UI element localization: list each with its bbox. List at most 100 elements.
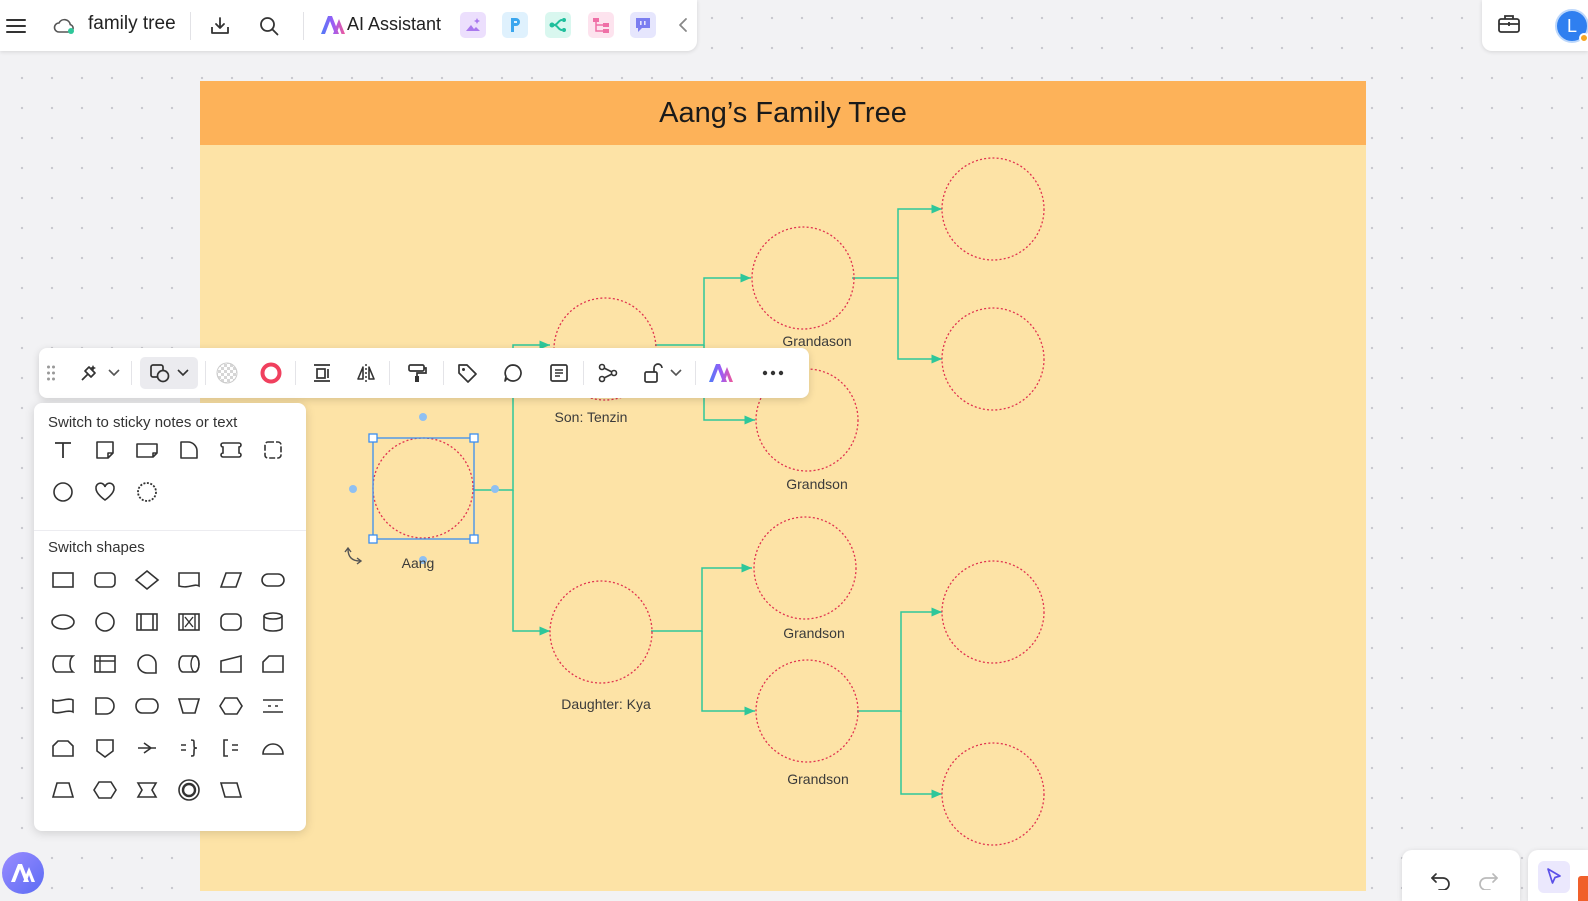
lock-dropdown-icon[interactable] <box>667 357 685 389</box>
person-circle-kya <box>549 580 653 684</box>
more-icon[interactable] <box>757 357 789 389</box>
person-circle-ggc2 <box>941 307 1045 411</box>
off-page-connector-shape-icon[interactable] <box>90 733 120 763</box>
undo-icon[interactable] <box>1430 872 1454 892</box>
switch-shape-button[interactable] <box>140 357 198 389</box>
person-label-gs1[interactable]: Grandason <box>782 333 852 349</box>
connector-gs4-child2 <box>900 711 942 799</box>
person-circle-ggc4 <box>941 742 1045 846</box>
align-icon[interactable] <box>306 357 338 389</box>
file-title[interactable]: family tree <box>88 13 176 34</box>
person-label-gs3[interactable]: Grandson <box>783 625 845 641</box>
arrow-junction-shape-icon[interactable] <box>132 733 162 763</box>
board-title[interactable]: Aang’s Family Tree <box>200 81 1366 145</box>
direct-data-shape-icon[interactable] <box>174 649 204 679</box>
terminator-shape-icon[interactable] <box>258 565 288 595</box>
internal-storage-shape-icon[interactable] <box>90 649 120 679</box>
rounded-square-shape-icon[interactable] <box>216 607 246 637</box>
note-icon[interactable] <box>543 357 575 389</box>
flip-icon[interactable] <box>350 357 382 389</box>
comment-icon[interactable] <box>497 357 529 389</box>
person-label-aang[interactable]: Aang <box>401 555 435 571</box>
person-label-tenzin[interactable]: Son: Tenzin <box>554 409 628 425</box>
drag-handle-icon[interactable] <box>39 357 63 389</box>
fill-color-icon[interactable] <box>211 357 243 389</box>
double-circle-shape-icon[interactable] <box>174 775 204 805</box>
rectangle-shape-icon[interactable] <box>48 565 78 595</box>
predefined-process-shape-icon[interactable] <box>132 607 162 637</box>
brace-right-shape-icon[interactable] <box>174 733 204 763</box>
ai-icon[interactable] <box>705 357 737 389</box>
ai-assistant-button[interactable]: AI Assistant <box>347 14 442 34</box>
ellipse-shape-icon[interactable] <box>48 607 78 637</box>
sticky-note-rounded-icon[interactable] <box>216 435 246 465</box>
sticky-note-wide-icon[interactable] <box>132 435 162 465</box>
search-icon[interactable] <box>256 13 282 39</box>
circle-shape-icon[interactable] <box>90 607 120 637</box>
connector-icon[interactable] <box>592 357 624 389</box>
connector-tenzin-gs1 <box>655 273 751 346</box>
connector-kya-gs4 <box>701 631 755 716</box>
menu-icon[interactable] <box>4 14 28 38</box>
circle-note-icon[interactable] <box>48 477 78 507</box>
parallelogram-shape-icon[interactable] <box>216 565 246 595</box>
person-circle-gs1 <box>751 226 855 330</box>
collate-shape-icon[interactable] <box>174 607 204 637</box>
document-shape-icon[interactable] <box>174 565 204 595</box>
sticky-note-curl-icon[interactable] <box>174 435 204 465</box>
person-label-gs4[interactable]: Grandson <box>787 771 849 787</box>
half-circle-shape-icon[interactable] <box>258 733 288 763</box>
switch-shape-panel: Switch to sticky notes or text Switch sh… <box>34 403 306 831</box>
redo-icon[interactable] <box>1477 872 1501 892</box>
collapse-chevron-icon[interactable] <box>672 14 694 36</box>
person-label-kya[interactable]: Daughter: Kya <box>561 696 651 712</box>
heart-note-icon[interactable] <box>90 477 120 507</box>
hexagon-alt-shape-icon[interactable] <box>90 775 120 805</box>
loop-limit-shape-icon[interactable] <box>48 733 78 763</box>
person-label-gs2[interactable]: Grandson <box>786 476 848 492</box>
slanted-rectangle-shape-icon[interactable] <box>216 775 246 805</box>
hexagon-shape-icon[interactable] <box>216 691 246 721</box>
manual-operation-shape-icon[interactable] <box>174 691 204 721</box>
connector-aang-kya <box>512 490 550 636</box>
text-shape-icon[interactable] <box>48 435 78 465</box>
punched-tape-shape-icon[interactable] <box>48 691 78 721</box>
image-ai-icon[interactable] <box>460 12 486 38</box>
rounded-rectangle-shape-icon[interactable] <box>90 565 120 595</box>
family-tree-board[interactable] <box>200 81 1366 891</box>
style-brush-icon[interactable] <box>73 357 105 389</box>
step-shape-icon[interactable] <box>132 775 162 805</box>
chat-icon[interactable] <box>630 12 656 38</box>
ai-fab-button[interactable] <box>2 852 44 894</box>
trapezoid-shape-icon[interactable] <box>48 775 78 805</box>
edge-tab[interactable] <box>1578 876 1588 901</box>
ai-assistant-icon[interactable] <box>320 14 346 36</box>
sticky-note-cloud-icon[interactable] <box>258 435 288 465</box>
style-dropdown-icon[interactable] <box>105 357 123 389</box>
border-color-icon[interactable] <box>255 357 287 389</box>
select-cursor-icon[interactable] <box>1538 861 1570 893</box>
lock-icon[interactable] <box>636 357 668 389</box>
sequential-data-shape-icon[interactable] <box>132 649 162 679</box>
card-shape-icon[interactable] <box>258 649 288 679</box>
download-icon[interactable] <box>207 13 233 39</box>
toolbox-icon[interactable] <box>1497 13 1523 37</box>
brace-left-shape-icon[interactable] <box>216 733 246 763</box>
stored-data-shape-icon[interactable] <box>48 649 78 679</box>
sticky-note-square-icon[interactable] <box>90 435 120 465</box>
panel-divider <box>34 530 306 531</box>
database-shape-icon[interactable] <box>258 607 288 637</box>
divider-shape-icon[interactable] <box>258 691 288 721</box>
delay-shape-icon[interactable] <box>90 691 120 721</box>
history-controls <box>1402 850 1520 901</box>
mind-map-icon[interactable] <box>545 12 571 38</box>
diamond-shape-icon[interactable] <box>132 565 162 595</box>
tag-icon[interactable] <box>452 357 484 389</box>
presentation-icon[interactable] <box>502 12 528 38</box>
display-shape-icon[interactable] <box>132 691 162 721</box>
person-circle-gs3 <box>753 516 857 620</box>
format-painter-icon[interactable] <box>401 357 433 389</box>
dotted-circle-note-icon[interactable] <box>132 477 162 507</box>
org-chart-icon[interactable] <box>588 12 614 38</box>
manual-input-shape-icon[interactable] <box>216 649 246 679</box>
